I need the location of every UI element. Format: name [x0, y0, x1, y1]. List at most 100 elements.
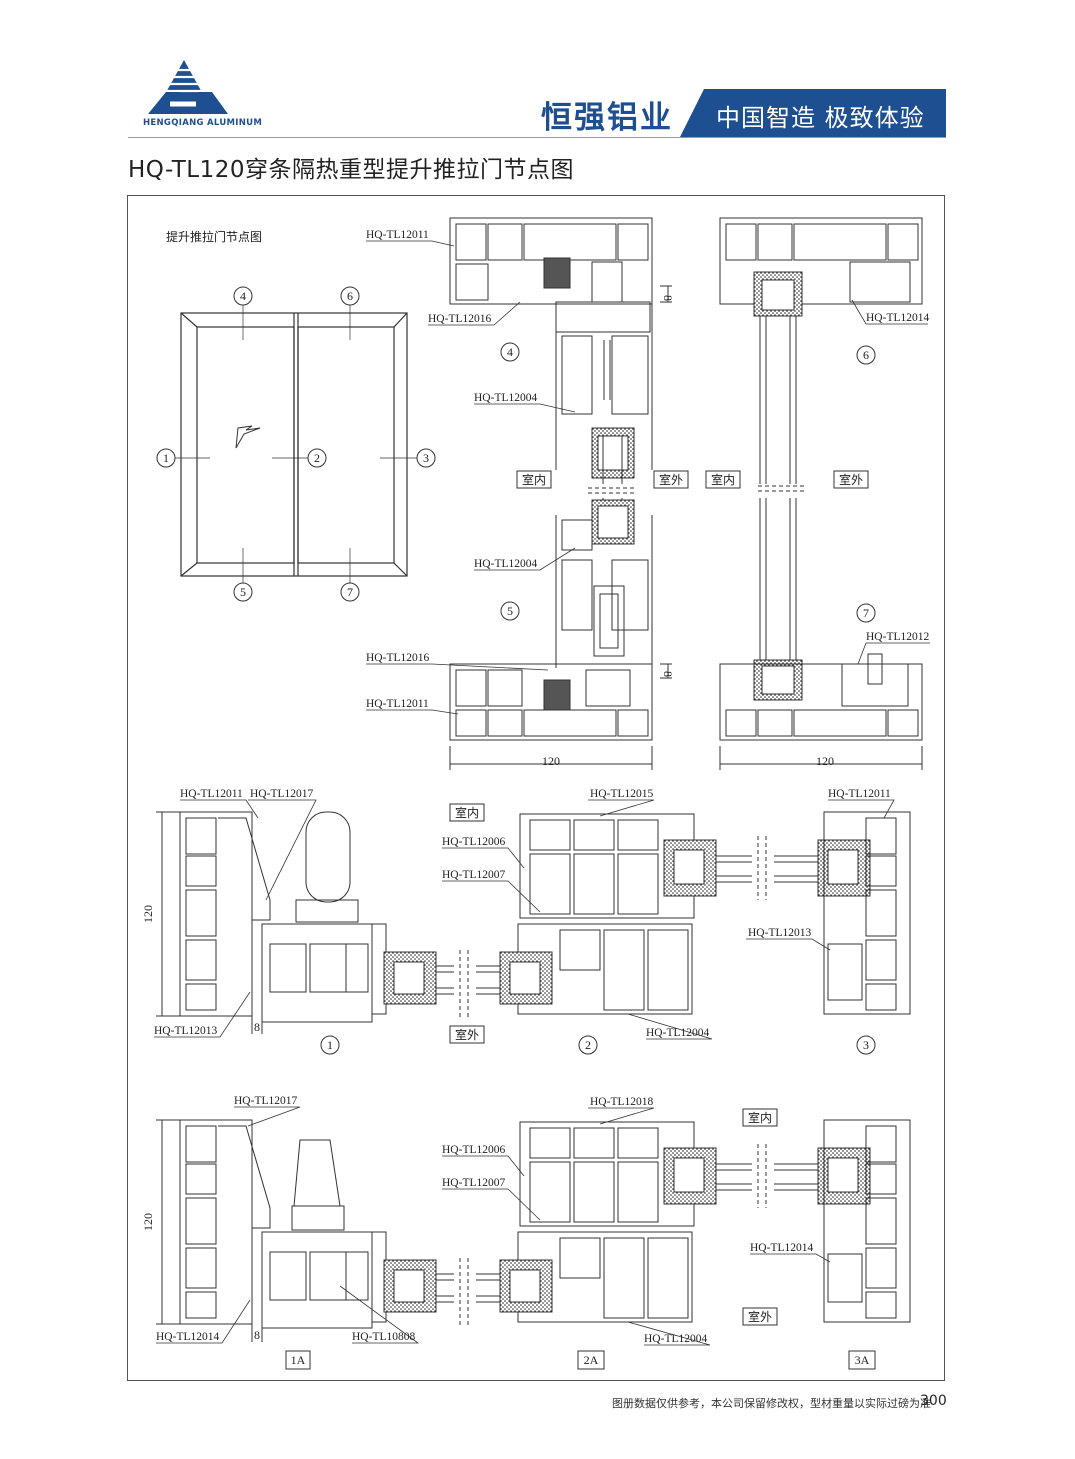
inside-label-a: 室内	[516, 470, 552, 489]
svg-text:7: 7	[347, 585, 353, 599]
label-tl12016-top: HQ-TL12016	[428, 313, 491, 325]
svg-text:室外: 室外	[839, 472, 863, 487]
section-marker-6: 6	[856, 345, 876, 365]
label-tl12016-bottom: HQ-TL12016	[366, 652, 429, 664]
elevation-marker-2: 2	[307, 448, 327, 468]
label-tl12006-sec2a: HQ-TL12006	[442, 1144, 505, 1156]
label-tl12011-bottom: HQ-TL12011	[366, 698, 429, 710]
logo-text: HENGQIANG ALUMINUM	[143, 118, 263, 128]
label-tl12004-sec2: HQ-TL12004	[646, 1027, 709, 1039]
svg-text:1: 1	[163, 451, 169, 465]
elevation-marker-1: 1	[156, 448, 176, 468]
section-marker-5: 5	[500, 601, 520, 621]
door-elevation	[175, 305, 418, 585]
section-1a-height: 120	[141, 1213, 155, 1231]
section-6-7	[719, 217, 923, 770]
svg-text:3: 3	[423, 451, 429, 465]
svg-text:室外: 室外	[455, 1027, 479, 1042]
outside-label-a: 室外	[653, 470, 689, 489]
label-tl10808: HQ-TL10808	[352, 1331, 415, 1343]
section-marker-4: 4	[500, 342, 520, 362]
svg-text:2A: 2A	[584, 1353, 599, 1367]
svg-text:室内: 室内	[711, 472, 735, 487]
elevation-marker-5: 5	[233, 582, 253, 602]
section-6-7-width: 120	[816, 754, 834, 768]
svg-text:2: 2	[585, 1038, 591, 1052]
svg-text:5: 5	[240, 585, 246, 599]
svg-text:1: 1	[327, 1038, 333, 1052]
section-marker-2a: 2A	[577, 1350, 605, 1370]
hengqiang-logo	[148, 60, 228, 114]
label-tl12011-sec3: HQ-TL12011	[828, 788, 891, 800]
label-tl12007-sec2: HQ-TL12007	[442, 869, 505, 881]
svg-text:1A: 1A	[291, 1353, 306, 1367]
section-marker-1: 1	[320, 1035, 340, 1055]
label-tl12004-sec2a: HQ-TL12004	[644, 1333, 707, 1345]
label-tl12012: HQ-TL12012	[866, 631, 929, 643]
gap-dim-bottom: 8	[661, 671, 675, 677]
section-marker-1a: 1A	[285, 1350, 311, 1370]
brand-name: 恒强铝业	[541, 100, 673, 136]
label-tl12011-sec1: HQ-TL12011	[180, 788, 243, 800]
svg-text:室内: 室内	[455, 805, 479, 820]
elevation-marker-3: 3	[416, 448, 436, 468]
label-tl12006-sec2: HQ-TL12006	[442, 836, 505, 848]
section-1a-2a-3a	[156, 1119, 911, 1342]
outside-label-d: 室外	[742, 1307, 778, 1326]
svg-text:4: 4	[507, 345, 513, 359]
svg-text:7: 7	[863, 606, 869, 620]
svg-text:6: 6	[863, 348, 869, 362]
section-4-5-width: 120	[542, 754, 560, 768]
section-1-height: 120	[141, 905, 155, 923]
slogan-banner	[680, 89, 946, 137]
elevation-marker-4: 4	[233, 286, 253, 306]
label-tl12015: HQ-TL12015	[590, 788, 653, 800]
elevation-marker-6: 6	[340, 286, 360, 306]
label-tl12014-sec3a: HQ-TL12014	[750, 1242, 813, 1254]
label-tl12007-sec2a: HQ-TL12007	[442, 1177, 505, 1189]
section-1-2-3	[156, 811, 911, 1034]
section-marker-3a: 3A	[848, 1350, 876, 1370]
page-number: 300	[920, 1393, 947, 1409]
svg-text:室内: 室内	[522, 472, 546, 487]
label-tl12004-top: HQ-TL12004	[474, 392, 537, 404]
section-marker-2: 2	[578, 1035, 598, 1055]
svg-text:3: 3	[863, 1038, 869, 1052]
gap-dim-top: 8	[661, 295, 675, 301]
label-tl12013-sec3: HQ-TL12013	[748, 927, 811, 939]
label-tl12011-top: HQ-TL12011	[366, 229, 429, 241]
svg-text:2: 2	[314, 451, 320, 465]
footer-note: 图册数据仅供参考，本公司保留修改权，型材重量以实际过磅为准	[612, 1397, 931, 1410]
drawing-frame	[127, 195, 945, 1381]
inside-label-c: 室内	[449, 803, 485, 822]
label-tl12014-sec1a: HQ-TL12014	[156, 1331, 219, 1343]
svg-text:室外: 室外	[659, 472, 683, 487]
svg-text:4: 4	[240, 289, 246, 303]
label-tl12013-sec1: HQ-TL12013	[154, 1025, 217, 1037]
svg-text:室内: 室内	[748, 1110, 772, 1125]
label-tl12004-mid: HQ-TL12004	[474, 558, 537, 570]
header-divider	[128, 137, 946, 138]
label-tl12018: HQ-TL12018	[590, 1096, 653, 1108]
section-4-5	[449, 217, 672, 770]
outside-label-b: 室外	[833, 470, 869, 489]
inside-label-b: 室内	[705, 470, 741, 489]
svg-text:5: 5	[507, 604, 513, 618]
label-tl12014-top: HQ-TL12014	[866, 312, 929, 324]
label-tl12017-sec1a: HQ-TL12017	[234, 1095, 297, 1107]
elevation-marker-7: 7	[340, 582, 360, 602]
outside-label-c: 室外	[449, 1025, 485, 1044]
page-title: HQ-TL120穿条隔热重型提升推拉门节点图	[128, 157, 574, 183]
elevation-caption: 提升推拉门节点图	[166, 229, 262, 244]
section-1a-gap: 8	[254, 1328, 260, 1342]
section-marker-7: 7	[856, 603, 876, 623]
svg-text:室外: 室外	[748, 1309, 772, 1324]
slogan: 中国智造 极致体验	[716, 104, 925, 132]
label-tl12017-sec1: HQ-TL12017	[250, 788, 313, 800]
inside-label-d: 室内	[742, 1108, 778, 1127]
leader-lines	[154, 240, 930, 1346]
section-marker-3: 3	[856, 1035, 876, 1055]
svg-text:6: 6	[347, 289, 353, 303]
section-1-gap: 8	[254, 1020, 260, 1034]
